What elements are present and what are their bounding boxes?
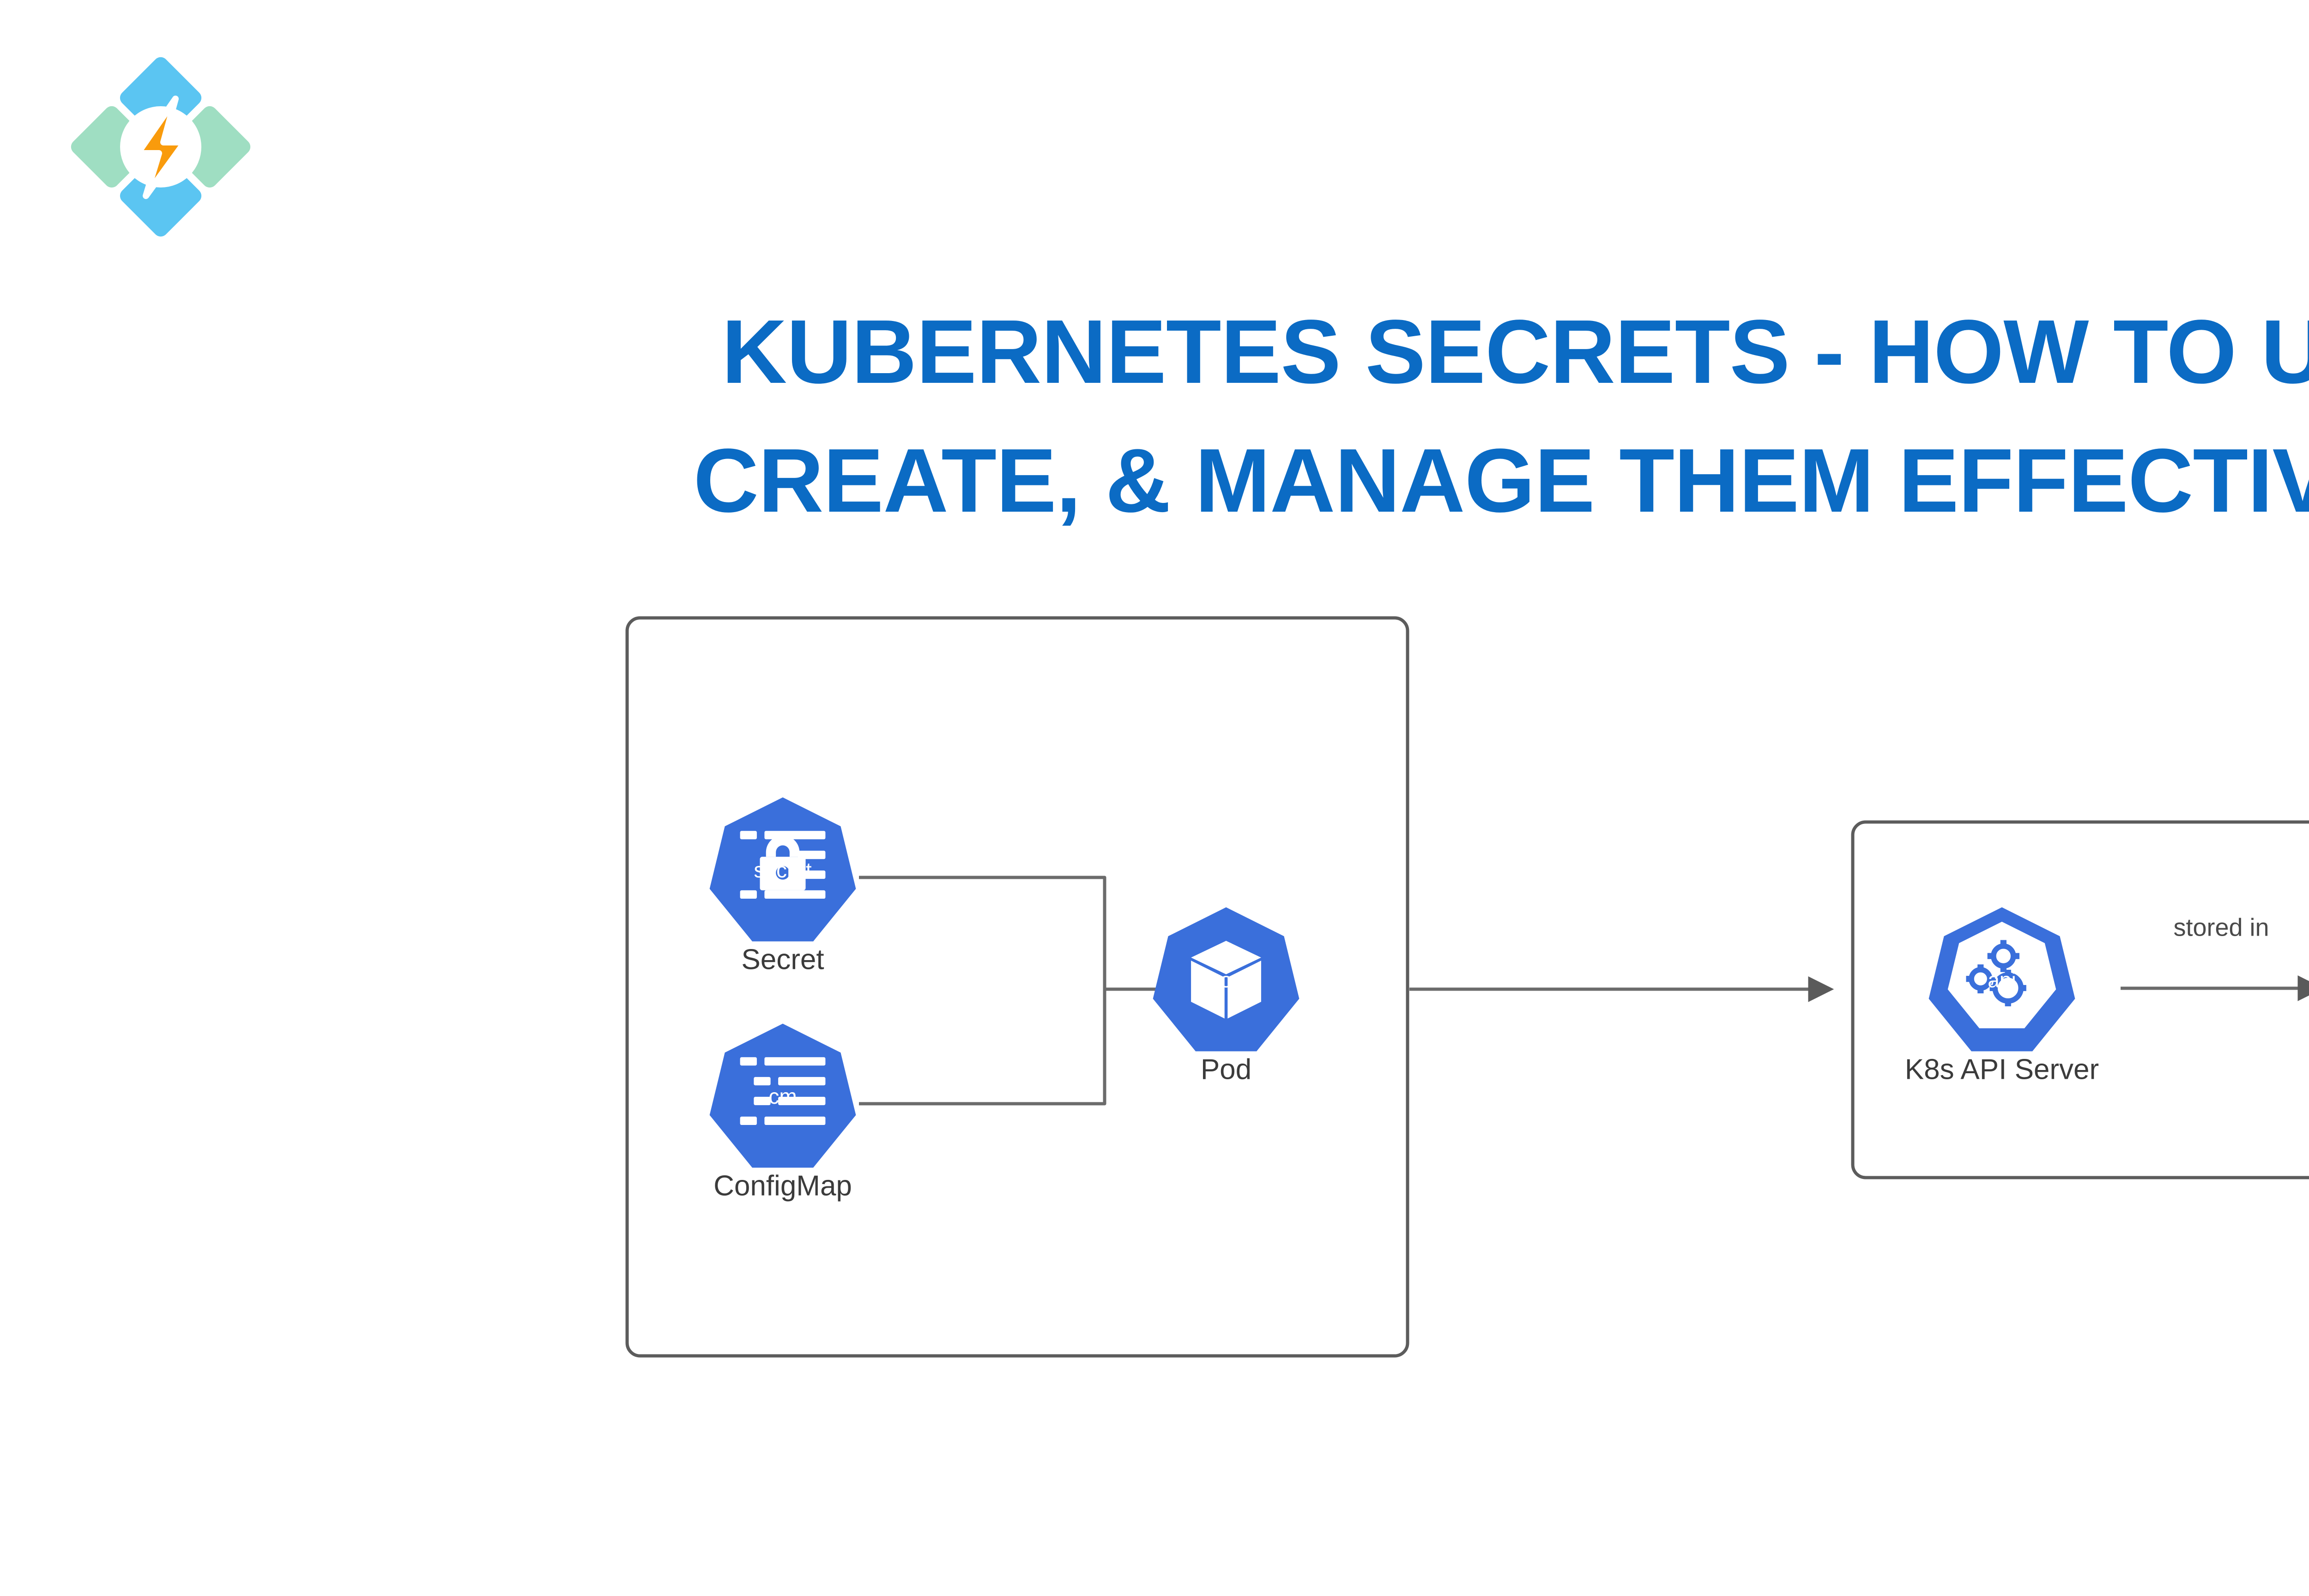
- pod-node-label: Pod: [1201, 1053, 1251, 1085]
- edge-secret-to-pod: [859, 876, 1106, 989]
- api-tag-label: api: [1988, 968, 2016, 992]
- logo-lightning-bolt-icon: [134, 96, 188, 199]
- group-box-control-plane: [1851, 820, 2309, 1179]
- secret-node-label: Secret: [741, 943, 824, 975]
- node-configmap[interactable]: cm ConfigMap: [709, 1023, 856, 1202]
- node-secret[interactable]: secret Secret: [707, 794, 856, 975]
- page-title-line-1: KUBERNETES SECRETS - HOW TO USE,: [721, 301, 2309, 403]
- edge-label-stored-in: stored in: [2173, 913, 2269, 941]
- page-title-line-2: CREATE, & MANAGE THEM EFFECTIVELY: [693, 429, 2309, 531]
- secret-tag-label: secret: [754, 858, 811, 882]
- group-box-workload: [625, 616, 1409, 1358]
- page-title: KUBERNETES SECRETS - HOW TO USE, CREATE,…: [0, 288, 2309, 545]
- k8s-pod-icon: [1191, 941, 1261, 1019]
- configmap-tag-label: cm: [768, 1084, 797, 1108]
- kubernetes-secrets-flow-diagram: stored in secret Secret: [0, 573, 2309, 1450]
- node-api-server[interactable]: api K8s API Server: [1905, 907, 2099, 1086]
- brand-logo: [68, 54, 253, 239]
- lightning-diamond-logo-icon: [71, 57, 251, 237]
- configmap-node-label: ConfigMap: [713, 1170, 852, 1202]
- k8s-configmap-icon: [740, 1057, 826, 1125]
- k8s-secret-icon: [740, 831, 826, 899]
- edge-configmap-to-pod: [859, 989, 1106, 1106]
- api-gear-teeth: [1966, 940, 2026, 1007]
- pod-tag-label: pod: [1209, 968, 1244, 992]
- node-pod[interactable]: pod Pod: [1153, 907, 1300, 1086]
- api-node-label: K8s API Server: [1905, 1053, 2099, 1085]
